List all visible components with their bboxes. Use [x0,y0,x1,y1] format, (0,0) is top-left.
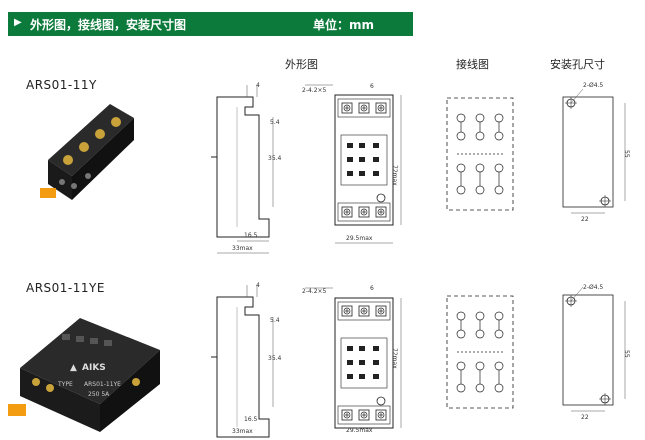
dim-pin-1: 6 [370,83,374,90]
dim-holes-1: 2-4.2×5 [302,87,327,94]
label-brand: AIKS [82,363,106,373]
dim-height-1: 72max [391,165,398,186]
header-unit: 单位：mm [313,18,375,32]
dim-pin-2: 6 [370,285,374,292]
wiring-diagram-1 [446,97,514,211]
model-name-2: ARS01-11YE [26,281,105,295]
dim-mount-w-1: 22 [581,216,589,223]
label-rating: 250 5A [88,391,110,398]
dim-side-a-2: 5.4 [270,317,280,324]
dim-top-1: 4 [256,82,260,89]
column-wiring: 接线图 [456,58,489,71]
dim-mount-h-1: 55 [623,150,630,158]
dim-mount-holes-1: 2-Ø4.5 [583,82,603,89]
label-type-prefix: TYPE [57,381,73,388]
dim-width-2: 33max [232,428,253,435]
dim-depth-1: 29.5max [346,235,373,242]
play-arrow-icon: ▶ [14,17,22,28]
dim-bottom-1: 16.5 [244,232,258,239]
dim-height-2: 72max [391,348,398,369]
dim-side-a-1: 5.4 [270,119,280,126]
side-view-2 [210,284,274,440]
product-photo-1 [40,104,134,200]
column-outline: 外形图 [285,58,318,71]
mounting-diagram-2 [562,286,626,412]
dim-holes-2: 2-4.2×5 [302,288,327,295]
dim-mount-w-2: 22 [581,414,589,421]
section-header: ▶ 外形图，接线图，安装尺寸图 单位：mm [8,12,413,36]
dim-depth-2: 29.5max [346,427,373,434]
front-view-1 [305,85,401,243]
dim-mount-holes-2: 2-Ø4.5 [583,284,603,291]
svg-text:▲: ▲ [70,363,77,373]
header-title: 外形图，接线图，安装尺寸图 [30,18,187,32]
dim-top-2: 4 [256,282,260,289]
dim-bottom-2: 16.5 [244,416,258,423]
dim-side-b-1: 35.4 [268,155,282,162]
mounting-diagram-1 [562,88,626,214]
dim-side-b-2: 35.4 [268,355,282,362]
wiring-diagram-2 [446,295,514,409]
side-view-1 [210,84,274,254]
dim-width-1: 33max [232,245,253,252]
model-name-1: ARS01-11Y [26,78,97,92]
label-type: ARS01-11YE [84,381,121,388]
column-mounting: 安装孔尺寸 [550,58,605,71]
dim-mount-h-2: 55 [623,350,630,358]
product-photo-2: ▲ AIKS TYPE ARS01-11YE 250 5A [8,318,160,432]
front-view-2 [305,288,401,440]
